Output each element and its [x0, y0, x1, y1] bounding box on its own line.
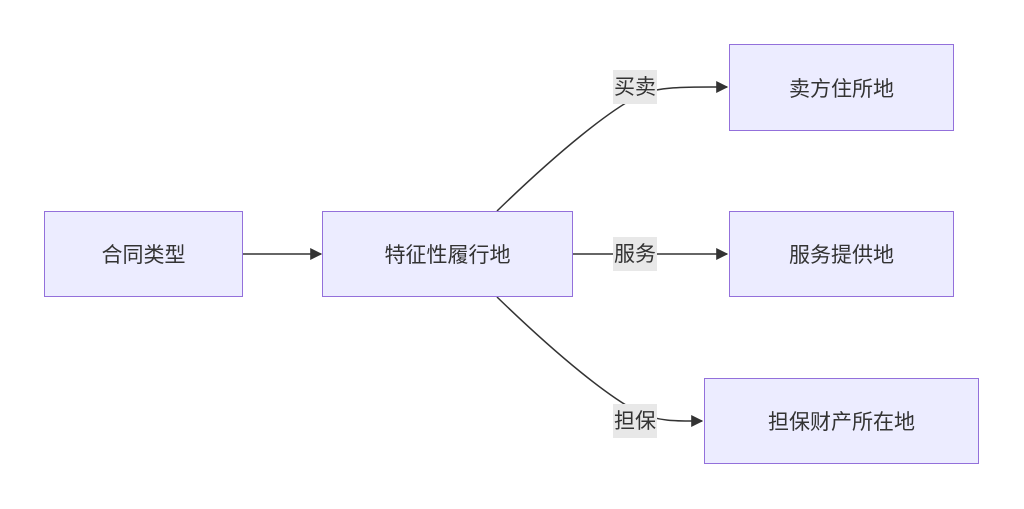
node-service-place-label: 服务提供地	[789, 243, 894, 267]
node-guarantee-property: 担保财产所在地	[704, 378, 979, 464]
node-contract-type-label: 合同类型	[101, 243, 186, 267]
edge-label-service: 服务	[613, 237, 657, 271]
edge-label-guarantee: 担保	[613, 404, 657, 438]
node-service-place: 服务提供地	[729, 211, 954, 297]
node-characteristic-place-label: 特征性履行地	[384, 243, 511, 267]
node-guarantee-property-label: 担保财产所在地	[768, 410, 915, 434]
edge-sale	[496, 80, 729, 212]
edge-guarantee	[496, 296, 704, 428]
node-contract-type: 合同类型	[44, 211, 243, 297]
node-seller-domicile: 卖方住所地	[729, 44, 954, 131]
node-seller-domicile-label: 卖方住所地	[789, 76, 894, 101]
edge-label-sale: 买卖	[613, 70, 657, 104]
node-characteristic-place: 特征性履行地	[322, 211, 573, 297]
